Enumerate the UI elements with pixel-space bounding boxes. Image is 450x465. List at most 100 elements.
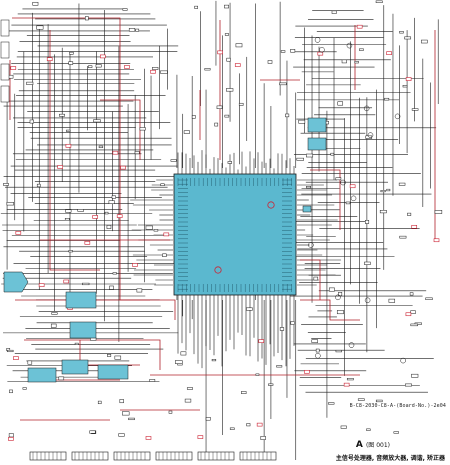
marker-box <box>197 435 204 439</box>
test-point-icon <box>267 201 275 209</box>
resistor <box>29 119 34 124</box>
connector-icon <box>0 85 10 103</box>
resistor <box>241 391 247 394</box>
small-ic-icon <box>3 271 29 293</box>
resistor <box>384 97 390 101</box>
resistor <box>341 59 347 64</box>
transistor-icon <box>348 342 355 348</box>
resistor <box>425 297 433 300</box>
resistor <box>399 31 404 34</box>
resistor <box>315 348 320 353</box>
resistor <box>95 64 102 68</box>
resistor <box>421 39 428 44</box>
resistor <box>267 60 273 64</box>
ground-trace <box>49 30 100 271</box>
resistor <box>50 323 57 328</box>
resistor <box>393 431 399 434</box>
resistor <box>331 10 337 14</box>
resistor <box>111 195 116 199</box>
marker-box <box>63 279 70 284</box>
resistor <box>88 65 93 68</box>
resistor <box>306 153 314 158</box>
resistor <box>379 210 387 214</box>
resistor <box>74 342 79 345</box>
resistor <box>64 218 70 221</box>
resistor <box>409 292 414 296</box>
resistor <box>152 67 159 70</box>
transistor-icon <box>319 47 325 53</box>
marker-box <box>8 437 14 441</box>
resistor <box>97 400 102 405</box>
resistor <box>404 36 412 40</box>
transistor-icon <box>340 179 346 186</box>
resistor <box>375 0 383 3</box>
resistor <box>402 85 408 88</box>
resistor <box>66 129 71 132</box>
small-ic-icon <box>69 321 97 339</box>
resistor <box>365 220 370 224</box>
marker-box <box>100 54 106 59</box>
resistor <box>6 349 14 353</box>
resistor <box>414 322 422 325</box>
resistor <box>260 436 266 440</box>
resistor <box>235 43 243 48</box>
connector-icon <box>71 451 109 461</box>
resistor <box>149 379 156 382</box>
marker-box <box>65 143 72 148</box>
small-ic-icon <box>97 364 129 380</box>
marker-box <box>150 69 156 74</box>
resistor <box>134 151 140 155</box>
resistor <box>170 159 177 162</box>
test-point-icon <box>214 266 222 274</box>
resistor <box>58 376 65 381</box>
resistor <box>22 387 27 390</box>
resistor <box>184 398 192 403</box>
marker-box <box>256 422 263 427</box>
resistor <box>285 113 290 118</box>
resistor <box>434 210 443 214</box>
resistor <box>139 127 146 131</box>
resistor <box>109 285 114 290</box>
marker-box <box>386 51 392 55</box>
resistor <box>238 102 244 106</box>
marker-box <box>317 51 324 56</box>
resistor <box>246 423 251 427</box>
small-ic-icon <box>307 137 327 151</box>
resistor <box>214 122 219 127</box>
resistor <box>104 211 109 215</box>
resistor <box>328 402 335 405</box>
resistor <box>175 360 183 364</box>
ground-trace <box>300 299 360 321</box>
connector-icon <box>0 19 10 37</box>
resistor <box>211 358 217 362</box>
resistor <box>216 105 223 109</box>
resistor <box>226 57 231 62</box>
connector-icon <box>155 451 193 461</box>
resistor <box>279 82 287 86</box>
resistor <box>153 229 159 232</box>
resistor <box>276 365 283 368</box>
resistor <box>411 108 419 111</box>
resistor <box>290 321 295 325</box>
resistor <box>106 225 112 229</box>
resistor <box>59 113 65 117</box>
resistor <box>337 101 344 106</box>
resistor <box>335 349 342 353</box>
marker-box <box>92 215 98 219</box>
connector-icon <box>0 41 10 59</box>
marker-box <box>84 241 91 245</box>
resistor <box>36 25 44 30</box>
ic-chip-icon <box>173 173 297 296</box>
resistor <box>410 323 418 327</box>
resistor <box>298 119 306 124</box>
transistor-icon <box>364 297 371 304</box>
marker-box <box>411 224 418 229</box>
resistor <box>77 209 84 212</box>
resistor <box>366 428 371 431</box>
marker-box <box>258 339 265 343</box>
resistor <box>36 183 41 188</box>
resistor <box>335 177 342 181</box>
resistor <box>119 399 124 404</box>
transistor-icon <box>367 132 374 138</box>
marker-box <box>38 283 45 287</box>
